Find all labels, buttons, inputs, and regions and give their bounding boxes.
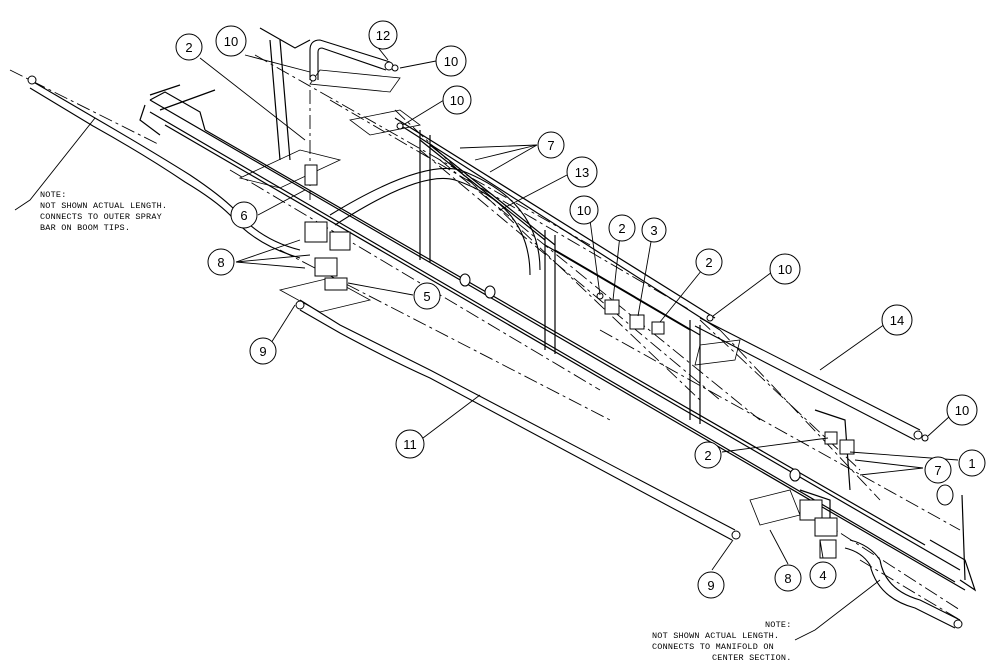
fitting-2c xyxy=(651,321,665,335)
clamp-10a xyxy=(309,74,317,82)
note-bottom-line-1: NOTE: xyxy=(765,620,792,630)
callout-5: 5 xyxy=(413,282,441,310)
nozzle-right xyxy=(936,484,954,506)
svg-text:13: 13 xyxy=(575,165,589,180)
callout-13: 13 xyxy=(566,156,598,188)
callout-10: 10 xyxy=(769,253,801,285)
valve-body-right-2 xyxy=(814,517,838,537)
coupler-b xyxy=(484,285,496,299)
note-left-line-1: NOTE: xyxy=(40,190,67,200)
svg-text:7: 7 xyxy=(547,138,554,153)
callout-10: 10 xyxy=(442,85,472,115)
svg-text:8: 8 xyxy=(784,571,791,586)
hose-end-11-left xyxy=(295,300,305,310)
callouts: 2 10 12 10 10 7 13 6 8 5 9 10 2 3 2 10 1… xyxy=(175,20,986,599)
fitting-1 xyxy=(839,439,855,455)
callout-10: 10 xyxy=(435,45,467,77)
hose-end-left xyxy=(27,75,37,85)
callout-2: 2 xyxy=(694,441,722,469)
svg-text:10: 10 xyxy=(955,403,969,418)
clamp-10f xyxy=(921,434,929,442)
valve-body-left xyxy=(304,221,328,243)
coupler-a xyxy=(459,273,471,287)
svg-text:10: 10 xyxy=(450,93,464,108)
clamp-10c xyxy=(396,122,404,130)
callout-10: 10 xyxy=(946,394,978,426)
callout-2: 2 xyxy=(175,33,203,61)
callout-4: 4 xyxy=(809,561,837,589)
callout-8: 8 xyxy=(774,564,802,592)
svg-text:3: 3 xyxy=(650,223,657,238)
callout-1: 1 xyxy=(958,449,986,477)
clamp-10e xyxy=(706,314,714,322)
svg-text:9: 9 xyxy=(259,344,266,359)
svg-text:7: 7 xyxy=(934,463,941,478)
leader-lines xyxy=(14,44,959,641)
callout-10: 10 xyxy=(569,195,599,225)
note-bottom-line-3: CONNECTS TO MANIFOLD ON xyxy=(652,642,774,652)
svg-text:12: 12 xyxy=(376,28,390,43)
callout-2: 2 xyxy=(695,248,723,276)
fitting-5 xyxy=(324,277,348,291)
note-left-line-4: BAR ON BOOM TIPS. xyxy=(40,223,130,233)
fitting-3 xyxy=(629,314,645,330)
fitting-2b xyxy=(604,299,620,315)
valve-body-right xyxy=(799,499,823,521)
fitting-4 xyxy=(819,539,837,559)
svg-text:14: 14 xyxy=(890,313,904,328)
callout-9: 9 xyxy=(697,571,725,599)
hose-end-14 xyxy=(913,430,923,440)
svg-text:11: 11 xyxy=(403,437,417,452)
fitting-6 xyxy=(304,164,318,186)
svg-text:6: 6 xyxy=(240,208,247,223)
svg-text:10: 10 xyxy=(577,203,591,218)
callout-2: 2 xyxy=(608,214,636,242)
hose-end-bottom xyxy=(953,619,963,629)
svg-text:4: 4 xyxy=(819,568,826,583)
callout-8: 8 xyxy=(207,248,235,276)
valve-body-left-2 xyxy=(329,231,351,251)
clamp-10b xyxy=(391,64,399,72)
callout-3: 3 xyxy=(641,217,667,243)
svg-text:2: 2 xyxy=(618,221,625,236)
svg-text:10: 10 xyxy=(778,262,792,277)
hose-end-11-right xyxy=(731,530,741,540)
components xyxy=(27,61,963,629)
hoses xyxy=(29,39,961,629)
callout-9: 9 xyxy=(249,337,277,365)
note-left-line-3: CONNECTS TO OUTER SPRAY xyxy=(40,212,162,222)
callout-10: 10 xyxy=(215,25,247,57)
svg-text:10: 10 xyxy=(444,54,458,69)
svg-text:8: 8 xyxy=(217,255,224,270)
boom-frame xyxy=(139,27,977,592)
note-bottom: NOTE: NOT SHOWN ACTUAL LENGTH. CONNECTS … xyxy=(652,620,792,663)
coupler-c xyxy=(789,468,801,482)
callout-14: 14 xyxy=(881,304,913,336)
note-left-line-2: NOT SHOWN ACTUAL LENGTH. xyxy=(40,201,167,211)
svg-text:9: 9 xyxy=(707,578,714,593)
callout-7: 7 xyxy=(537,131,565,159)
svg-text:10: 10 xyxy=(224,34,238,49)
valve-body-left-3 xyxy=(314,257,338,277)
callout-12: 12 xyxy=(368,20,398,50)
callout-6: 6 xyxy=(230,201,258,229)
note-bottom-line-2: NOT SHOWN ACTUAL LENGTH. xyxy=(652,631,779,641)
callout-11: 11 xyxy=(395,429,425,459)
svg-text:2: 2 xyxy=(705,255,712,270)
svg-text:1: 1 xyxy=(968,456,975,471)
callout-7: 7 xyxy=(924,456,952,484)
note-bottom-line-4: CENTER SECTION. xyxy=(712,653,792,663)
svg-text:2: 2 xyxy=(185,40,192,55)
note-left: NOTE: NOT SHOWN ACTUAL LENGTH. CONNECTS … xyxy=(40,190,167,233)
svg-text:5: 5 xyxy=(423,289,430,304)
svg-text:2: 2 xyxy=(704,448,711,463)
